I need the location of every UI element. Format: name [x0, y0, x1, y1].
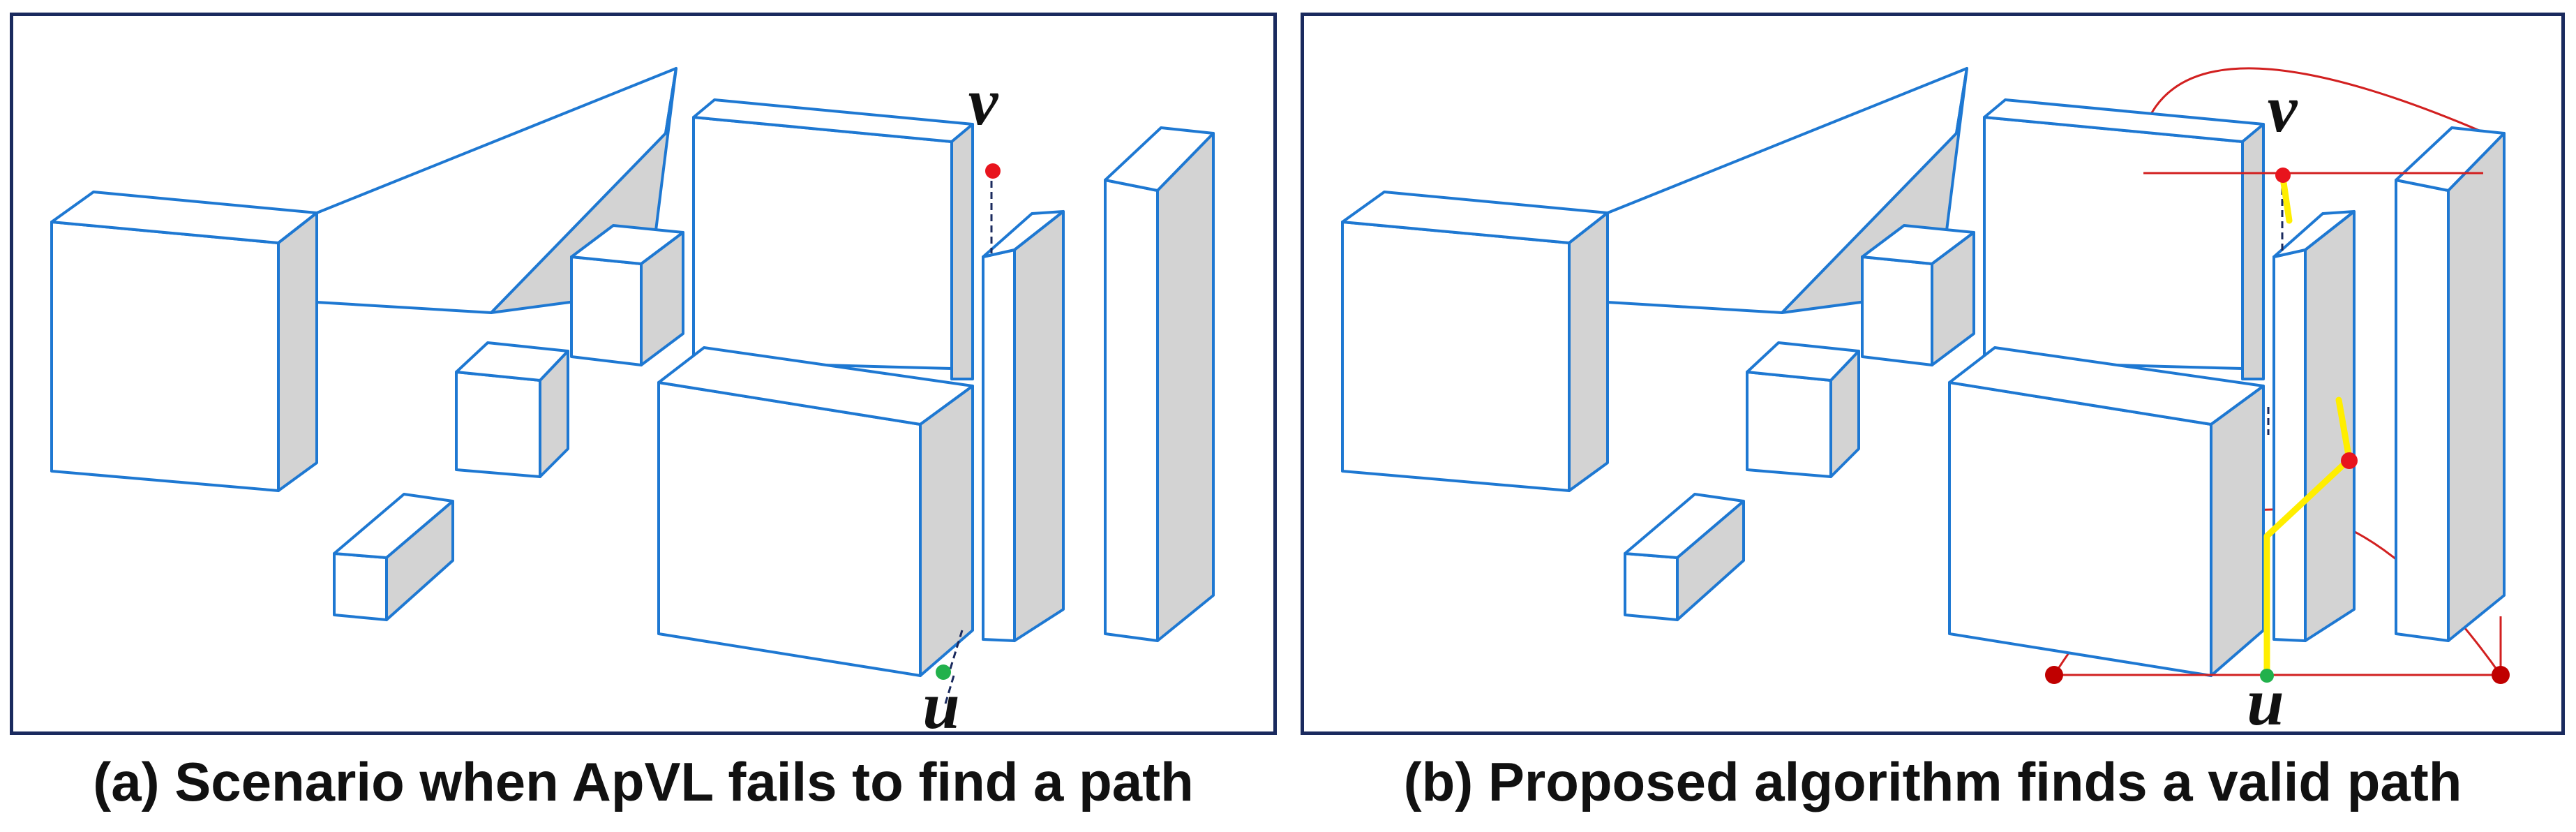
building-1 [1341, 191, 1609, 492]
node-label-v: v [2268, 71, 2298, 146]
scene-b: v u [1341, 67, 2510, 731]
building-7 [657, 346, 974, 677]
scene-a: v u [50, 64, 1215, 731]
dashed-guide [944, 675, 955, 704]
caption-a: (a) Scenario when ApVL fails to find a p… [93, 751, 1194, 812]
node-label-u: u [922, 668, 959, 731]
building-3 [1861, 224, 1975, 366]
building-8 [2272, 210, 2356, 642]
building-4 [1983, 98, 2265, 380]
start-node-u [936, 664, 951, 680]
node-label-v: v [968, 64, 999, 139]
upper-arc [2142, 67, 2498, 140]
panel-a: v u [10, 13, 1277, 735]
building-1 [50, 191, 318, 492]
end-node-v [2275, 168, 2291, 183]
building-5 [455, 341, 569, 478]
building-5 [1746, 341, 1860, 478]
building-6 [1624, 493, 1745, 621]
panel-b: v u [1301, 13, 2565, 735]
building-3 [570, 224, 684, 366]
building-6 [333, 493, 454, 621]
start-node-u [2260, 669, 2274, 683]
building-4 [692, 98, 974, 380]
path-node-left [2045, 666, 2063, 684]
end-node-v [985, 163, 1001, 179]
caption-b: (b) Proposed algorithm finds a valid pat… [1403, 751, 2462, 812]
building-7 [1948, 346, 2265, 677]
node-label-u: u [2247, 664, 2284, 731]
building-9 [1104, 126, 1215, 642]
building-8 [982, 210, 1065, 642]
dashed-guide [947, 630, 964, 676]
building-9 [2395, 126, 2506, 642]
path-node-right [2492, 666, 2510, 684]
path-segment [2279, 174, 2293, 224]
waypoint-node [2341, 452, 2358, 469]
path-segment [2263, 396, 2353, 677]
